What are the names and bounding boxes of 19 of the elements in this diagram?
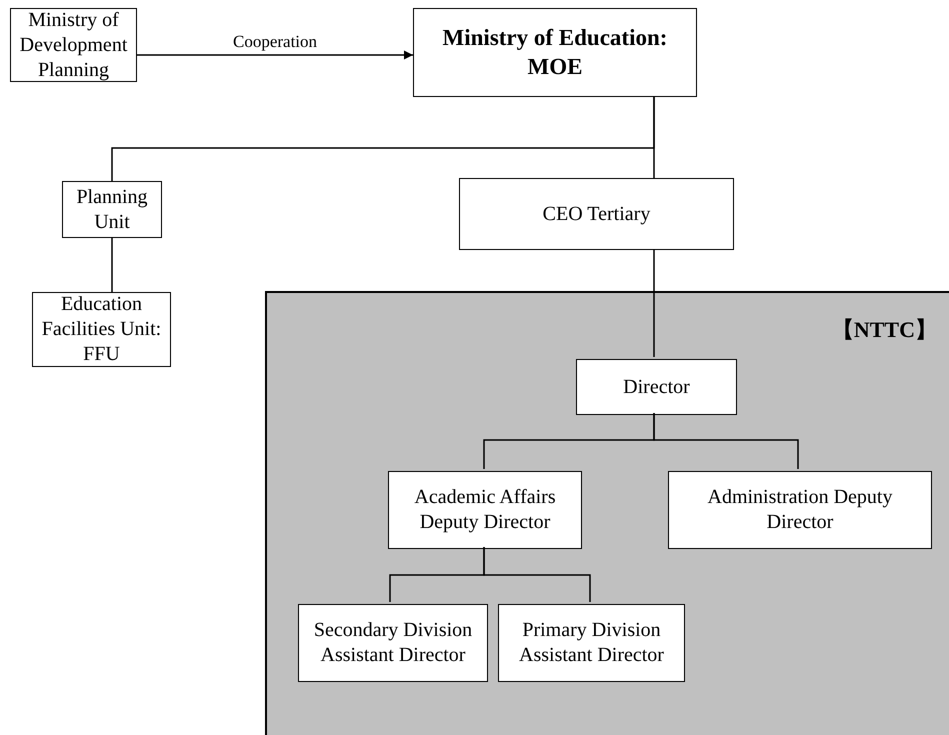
org-box: CEO Tertiary [459, 178, 734, 250]
org-box: Ministry of Development Planning [10, 8, 137, 82]
connector-line [653, 97, 655, 178]
org-box: Education Facilities Unit: FFU [32, 292, 171, 367]
org-box: Secondary Division Assistant Director [298, 604, 488, 682]
connector-line [653, 413, 799, 469]
arrow [137, 50, 413, 60]
connector-line [653, 250, 655, 357]
edge-label: Cooperation [232, 31, 318, 53]
org-box: Administration Deputy Director [668, 471, 932, 549]
org-box: Academic Affairs Deputy Director [388, 471, 582, 549]
org-box: Planning Unit [62, 181, 162, 238]
org-box: Ministry of Education: MOE [413, 8, 697, 97]
group-title: 【NTTC】 [832, 316, 937, 344]
connector-line [483, 547, 591, 602]
org-box: Primary Division Assistant Director [498, 604, 685, 682]
group-panel [265, 291, 949, 735]
connector-line [111, 238, 113, 292]
org-box: Director [576, 359, 737, 415]
